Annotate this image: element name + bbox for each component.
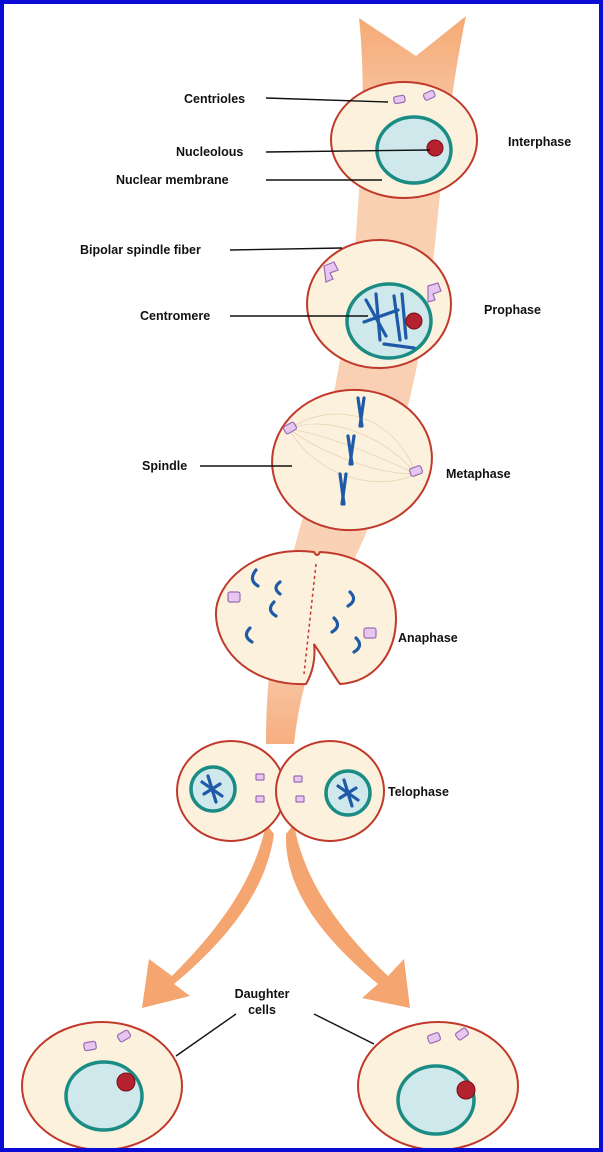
label-centromere: Centromere [140, 309, 210, 323]
telophase-cells [177, 741, 384, 841]
label-daughter-line1: Daughter [235, 987, 290, 1001]
label-nucleolous: Nucleolous [176, 145, 243, 159]
right-arrow [286, 824, 410, 1008]
daughter-cell-left [22, 1022, 182, 1148]
centriole [393, 95, 405, 104]
centriole [364, 628, 376, 638]
label-spindle: Spindle [142, 459, 187, 473]
nucleolus [427, 140, 443, 156]
label-telophase: Telophase [388, 785, 449, 799]
prophase-cell [307, 240, 451, 368]
label-bipolar-spindle-fiber: Bipolar spindle fiber [80, 243, 201, 257]
mitosis-diagram: Centrioles Nucleolous Nuclear membrane B… [4, 4, 599, 1148]
daughter-cell-right [358, 1022, 518, 1148]
label-centrioles: Centrioles [184, 92, 245, 106]
label-prophase: Prophase [484, 303, 541, 317]
left-arrow [142, 824, 274, 1008]
nucleolus [406, 313, 422, 329]
centriole [228, 592, 240, 602]
label-daughter-line2: cells [248, 1003, 276, 1017]
metaphase-cell [265, 382, 439, 538]
label-interphase: Interphase [508, 135, 571, 149]
anaphase-cell [216, 551, 396, 684]
label-nuclear-membrane: Nuclear membrane [116, 173, 229, 187]
label-metaphase: Metaphase [446, 467, 511, 481]
diagram-frame: Centrioles Nucleolous Nuclear membrane B… [4, 4, 599, 1148]
label-anaphase: Anaphase [398, 631, 458, 645]
